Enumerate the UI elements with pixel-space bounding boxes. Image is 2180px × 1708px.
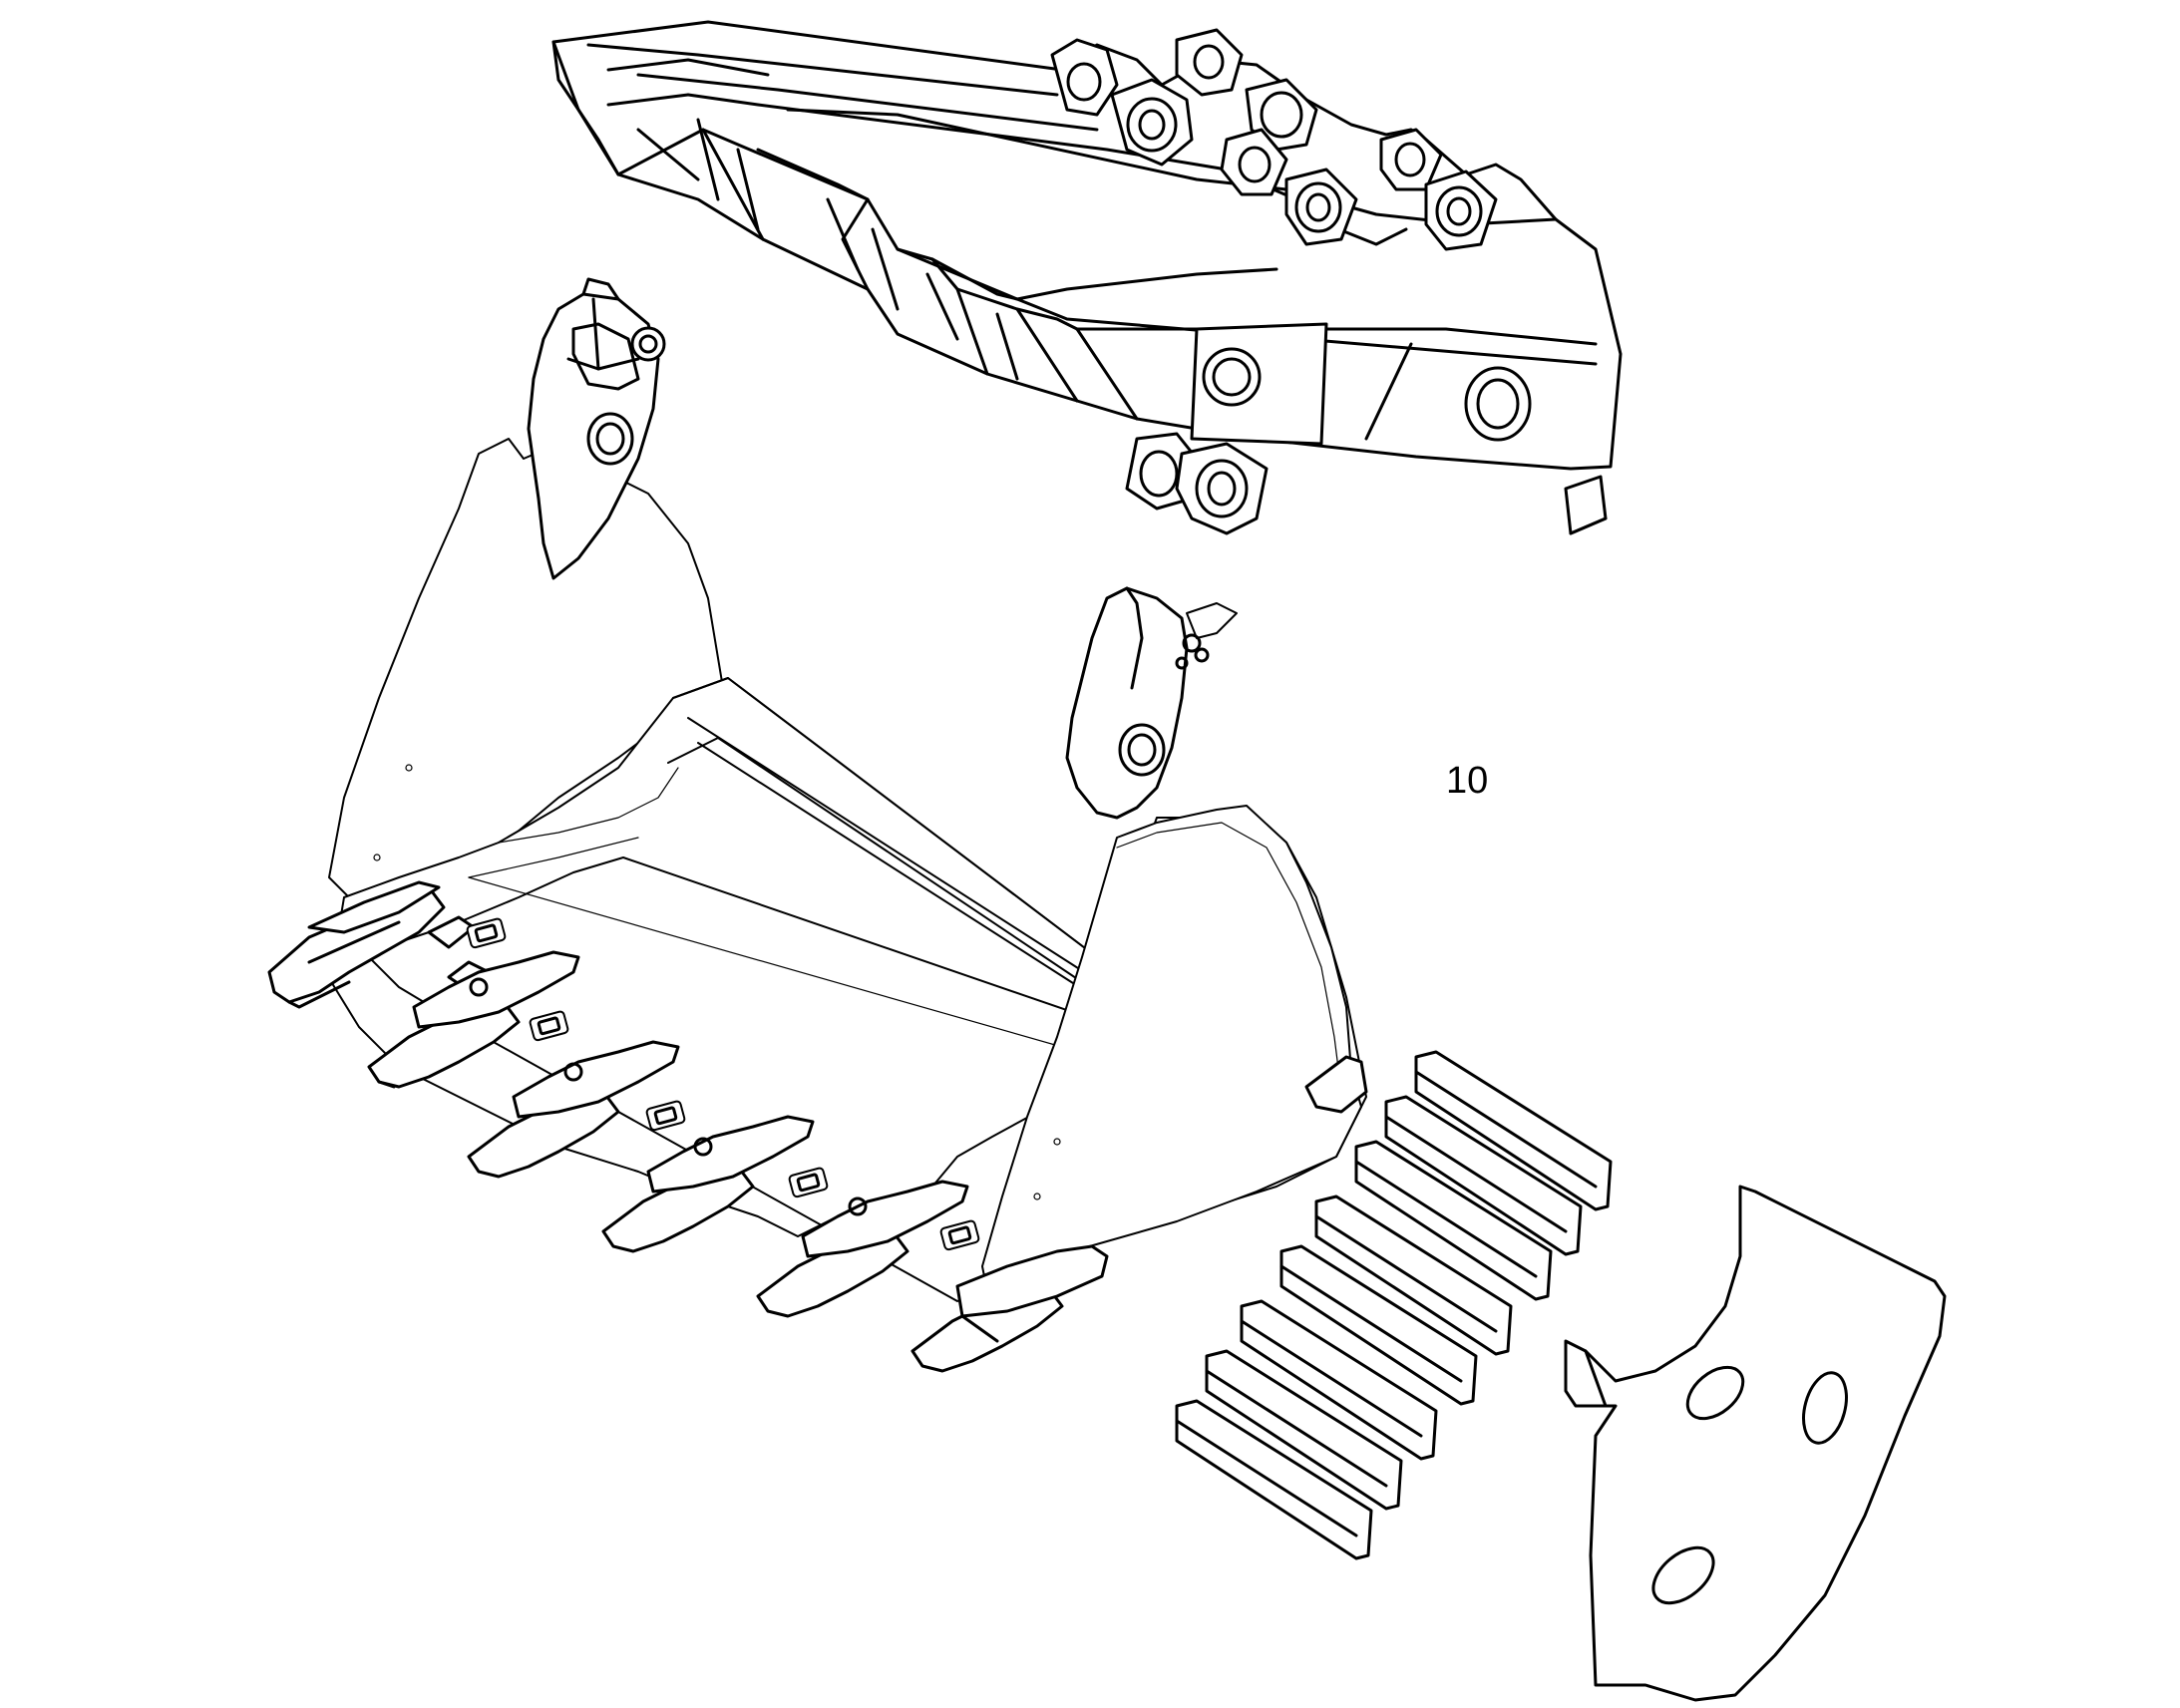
wear-strip-1 [1414,1050,1613,1211]
boom-frame [551,20,1623,535]
side-wear-plate [1564,1185,1947,1702]
bucket-teeth [267,880,1368,1373]
bucket [318,277,1367,1302]
callout-part-10: 10 [1446,760,1488,802]
wear-strip-5 [1279,1244,1478,1406]
wear-strip-8 [1175,1399,1373,1560]
wear-strip-2 [1384,1095,1583,1256]
tooth-3 [467,1040,680,1179]
wear-strips [1175,1050,1613,1560]
wear-strip-4 [1314,1195,1513,1356]
wear-strip-7 [1205,1349,1403,1511]
tooth-2 [367,950,580,1089]
tooth-5 [756,1180,969,1318]
corner-lip [1304,1055,1368,1114]
tooth-1 [267,880,446,1009]
wear-strip-6 [1240,1299,1438,1461]
wear-strip-3 [1354,1140,1553,1301]
tooth-4 [601,1115,815,1253]
tooth-6 [910,1244,1109,1373]
